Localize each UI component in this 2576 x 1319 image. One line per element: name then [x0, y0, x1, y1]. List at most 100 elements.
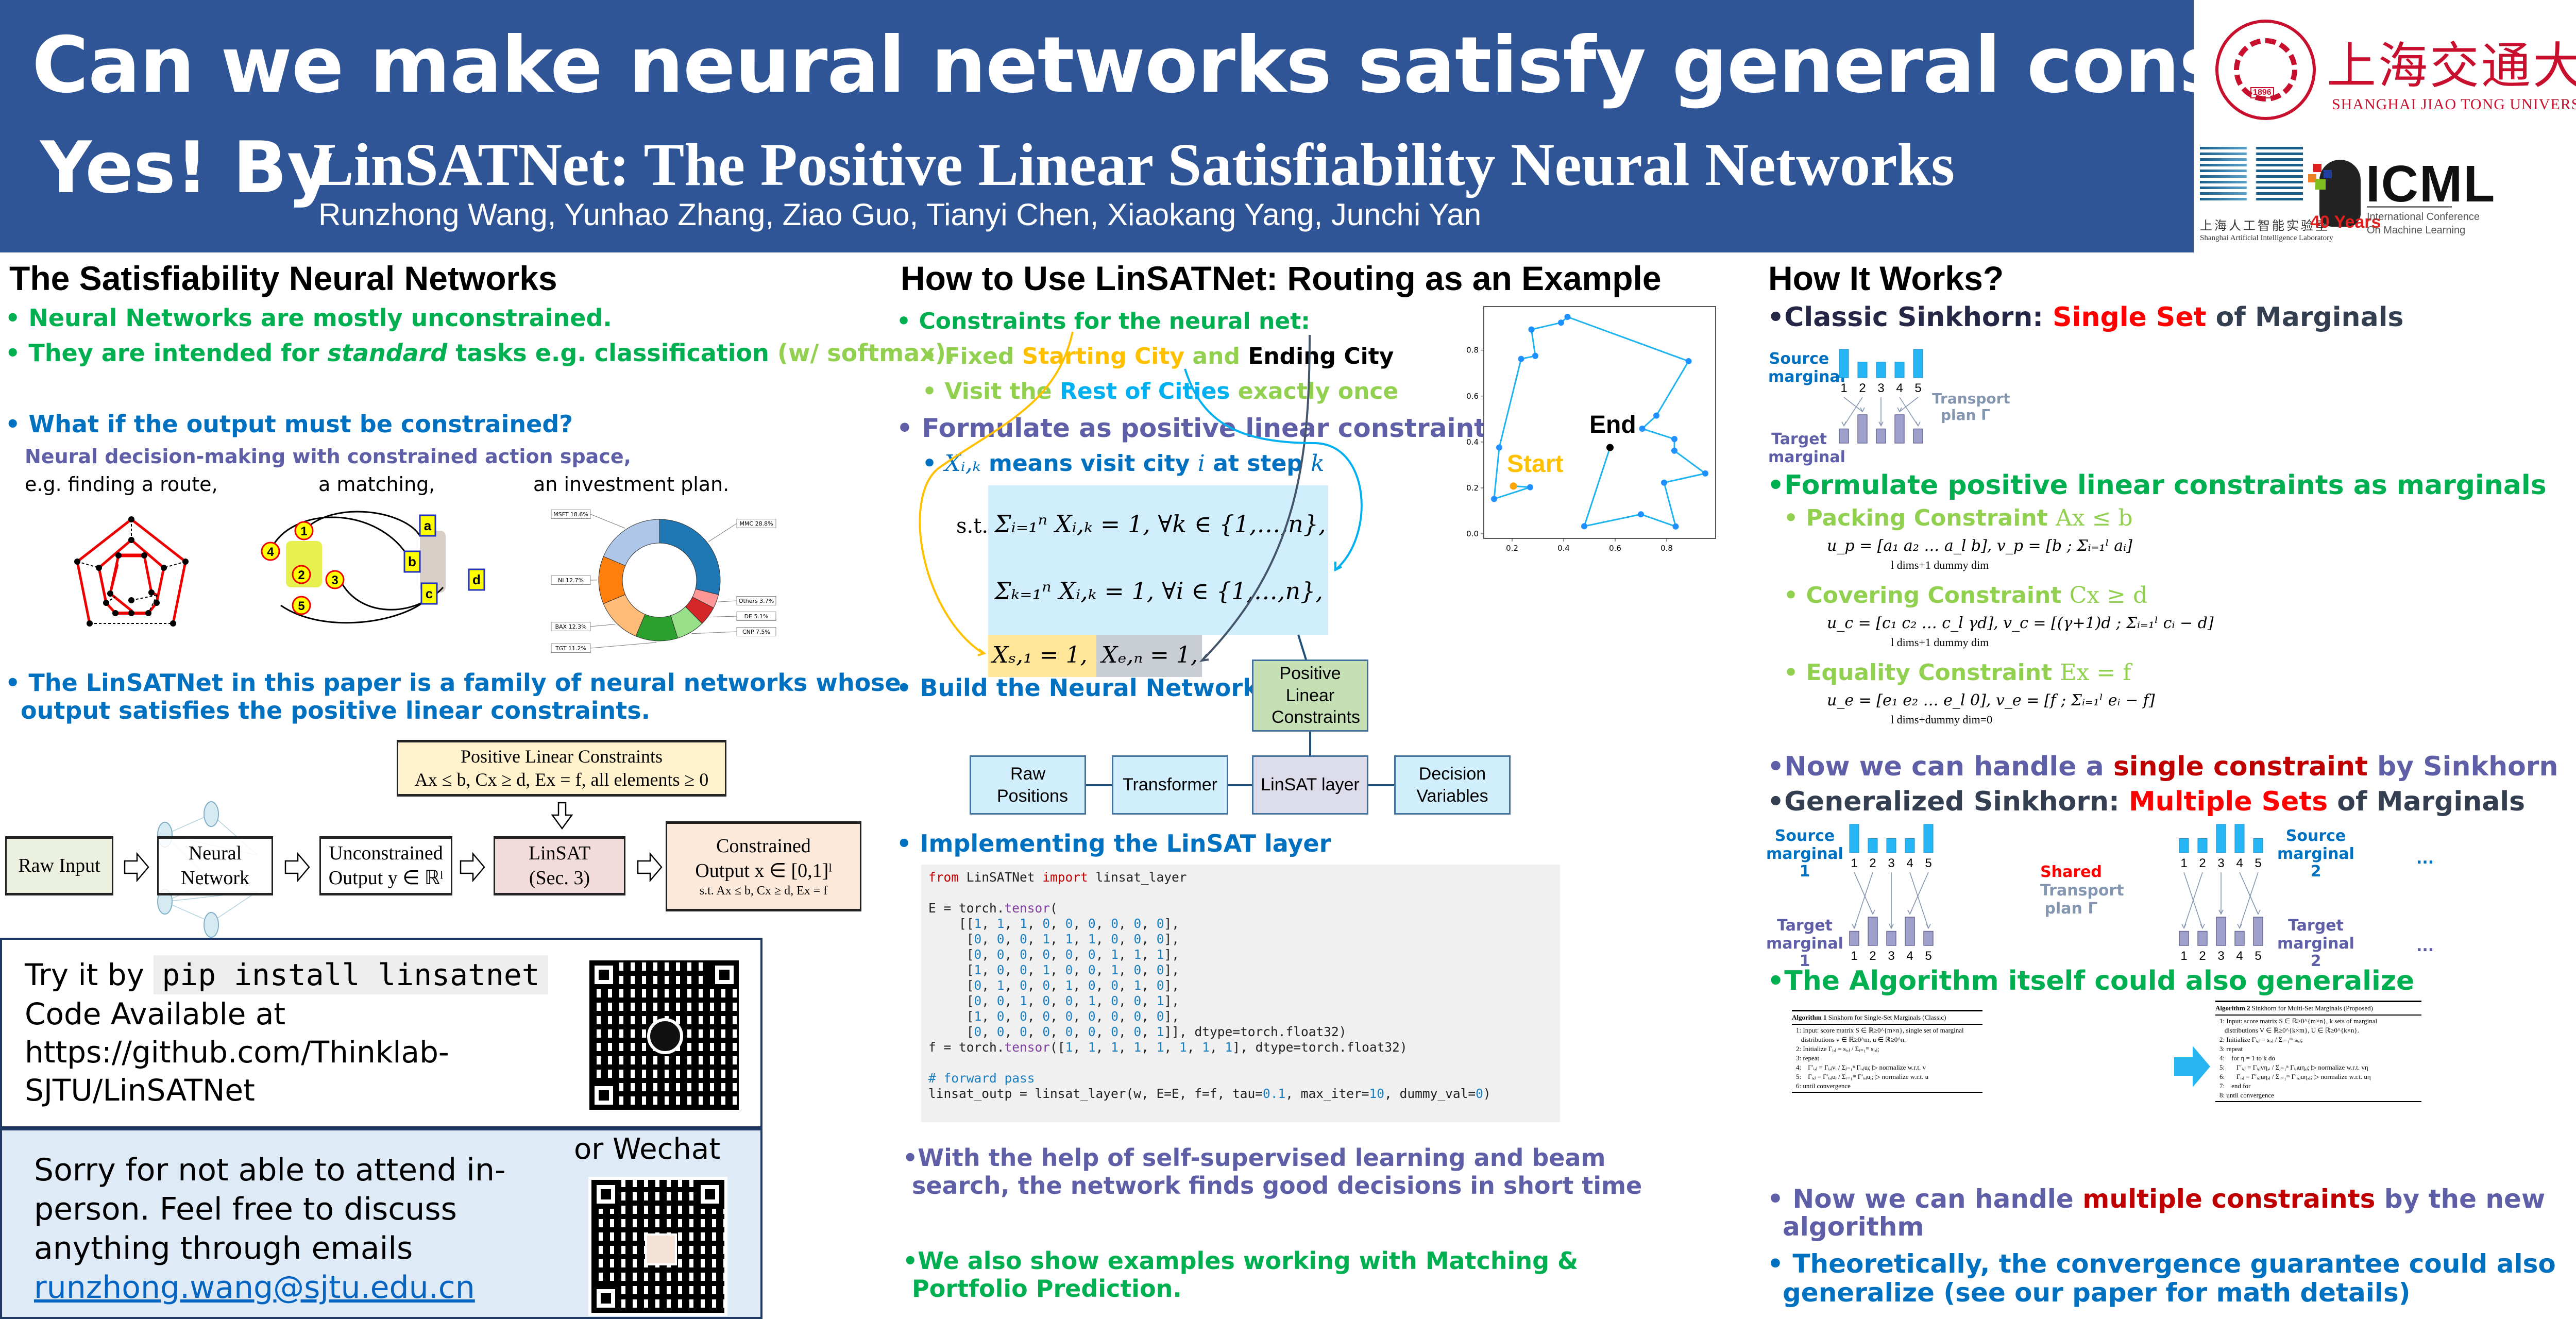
donut-slice-msft	[603, 519, 660, 566]
svg-text:b: b	[408, 554, 416, 569]
donut-leader-line	[590, 642, 657, 649]
code-number: 0	[1088, 916, 1096, 931]
source-index: 1	[2180, 856, 2187, 870]
shared-label: Shared	[2040, 863, 2102, 881]
transport-arrowhead	[2200, 924, 2205, 929]
end-annotation: End	[1589, 411, 1636, 438]
end-constraint-box	[1096, 635, 1202, 677]
poster-title: Can we make neural networks satisfy gene…	[32, 21, 2557, 110]
route-segment	[1655, 361, 1689, 416]
constraint-equation: Ex = f	[2060, 660, 2131, 686]
avatar	[645, 1233, 677, 1265]
source-bar	[1876, 362, 1886, 378]
source-bar	[1905, 838, 1915, 853]
bullet-text: Classic Sinkhorn:	[1784, 302, 2053, 333]
target-bar	[1905, 917, 1915, 946]
wechat-qr-code[interactable]	[588, 1177, 727, 1316]
covering-constraint-heading: • Covering Constraint Cx ≥ d	[1784, 582, 2148, 608]
ellipsis-target: ...	[2416, 937, 2434, 955]
transport-arrowhead	[2181, 924, 2187, 929]
route-city-point	[1528, 326, 1535, 333]
algorithm-line: 7: end for	[2219, 1082, 2251, 1090]
code-text: linsat_outp = linsat_layer(w, E=E, f=f, …	[928, 1086, 1263, 1101]
donut-label: NI 12.7%	[558, 577, 584, 584]
source-index: 4	[1906, 856, 1913, 870]
code-number: 0	[1476, 1086, 1483, 1101]
pip-install-command[interactable]: pip install linsatnet	[154, 955, 548, 994]
route-city-point	[1702, 470, 1708, 477]
contact-info-box: Sorry for not able to attend in- person.…	[0, 1128, 762, 1319]
code-number: 0	[1156, 978, 1164, 993]
donut-label-box	[736, 519, 776, 528]
bullet-text: Equality Constraint	[1806, 660, 2060, 686]
code-number: 1	[1088, 993, 1096, 1008]
bullet-text: Covering Constraint	[1806, 582, 2070, 608]
code-matrix-row: [0, 1, 0, 0, 1, 0, 0, 1, 0],	[928, 978, 1180, 993]
source-bar	[2216, 824, 2226, 853]
svg-text:5: 5	[298, 599, 304, 613]
target-bar	[1849, 931, 1859, 946]
code-snippet[interactable]: from LinSATNet import linsat_layer E = t…	[921, 865, 1560, 1122]
transport-arrowhead	[1841, 421, 1846, 427]
route-city-point	[1558, 319, 1564, 326]
bullet-multiple-constraints-cont: algorithm	[1783, 1212, 1924, 1242]
code-number: 1	[1133, 1040, 1142, 1055]
transport-arrowhead	[1926, 924, 1931, 929]
bullet-formulate-marginals: •Formulate positive linear constraints a…	[1767, 470, 2547, 501]
bullet-text: exactly once	[1230, 378, 1399, 404]
transport-arrowhead	[2218, 909, 2224, 915]
svg-text:d: d	[472, 572, 481, 587]
code-number: 0	[1020, 978, 1027, 993]
route-city-point	[1638, 511, 1644, 518]
target-index: 5	[1925, 949, 1931, 963]
code-number: 1	[1156, 993, 1164, 1008]
bullet-convergence-cont: generalize (see our paper for math detai…	[1783, 1278, 2411, 1308]
source-bar	[2197, 838, 2208, 853]
code-number: 0	[1088, 1024, 1096, 1039]
algorithm-line: 1: Input: score matrix S ∈ ℝ≥0^{m×n}, si…	[1796, 1026, 1964, 1034]
source-index: 1	[1840, 381, 1847, 395]
bullet-text: of Marginals	[2328, 786, 2526, 817]
start-constraint-box	[988, 635, 1096, 677]
target-bar	[2234, 931, 2245, 946]
bullet-text: The LinSATNet in this paper is a family …	[28, 669, 901, 697]
right-arrow-icon	[460, 852, 485, 883]
transport-plan-label: Transport plan Γ	[1932, 390, 2010, 424]
sail-name-english: Shanghai Artificial Intelligence Laborat…	[2200, 234, 2333, 242]
algorithm-2-label: Algorithm 2	[2215, 1004, 2250, 1012]
matching-right-node: b	[403, 550, 421, 573]
donut-leader-lines	[590, 514, 737, 649]
example-investment: an investment plan.	[533, 473, 730, 496]
contact-line1: Sorry for not able to attend in-	[34, 1152, 506, 1188]
arrow-right-line	[1228, 784, 1252, 786]
unconstrained-output-label: Output y ∈ ℝˡ	[328, 867, 444, 889]
code-number: 1	[1133, 947, 1142, 962]
github-url-line2[interactable]: SJTU/LinSATNet	[25, 1073, 255, 1108]
code-number: 0	[1065, 1024, 1073, 1039]
y-tick-label: 0.8	[1466, 346, 1479, 355]
answer-prefix: Yes! By	[40, 126, 334, 209]
code-text: , dtype=torch.float32)	[1179, 1024, 1347, 1039]
code-number: 0	[1133, 932, 1142, 946]
code-matrix-row: [1, 0, 0, 0, 0, 0, 0, 0, 0],	[928, 1009, 1180, 1024]
start-annotation: Start	[1507, 450, 1563, 478]
code-number: 0	[1065, 916, 1073, 931]
email-link[interactable]: runzhong.wang@sjtu.edu.cn	[34, 1270, 475, 1306]
github-url-line1[interactable]: https://github.com/Thinklab-	[25, 1035, 449, 1070]
code-number: 0	[1042, 978, 1050, 993]
code-number: 1	[974, 1009, 982, 1024]
code-comment: # forward pass	[928, 1071, 1035, 1086]
bullet-unconstrained: • Neural Networks are mostly unconstrain…	[5, 304, 612, 332]
algorithm-line: 2: Initialize Γᵢ,ⱼ = sᵢ,ⱼ / Σᵢ₌₁ᵐ sᵢ,ⱼ;	[1796, 1045, 1879, 1053]
code-number: 0	[1133, 1009, 1142, 1024]
target-marginal-1-label: Target marginal 1	[1766, 917, 1843, 970]
icml-subtitle-1: International Conference	[2367, 211, 2480, 223]
github-qr-code[interactable]	[589, 960, 739, 1110]
matching-left-node: 4	[261, 542, 280, 561]
route-city-point	[1685, 358, 1692, 365]
code-number: 1	[1225, 1040, 1233, 1055]
code-function: tensor	[1004, 901, 1050, 916]
code-number: 0	[1020, 947, 1027, 962]
